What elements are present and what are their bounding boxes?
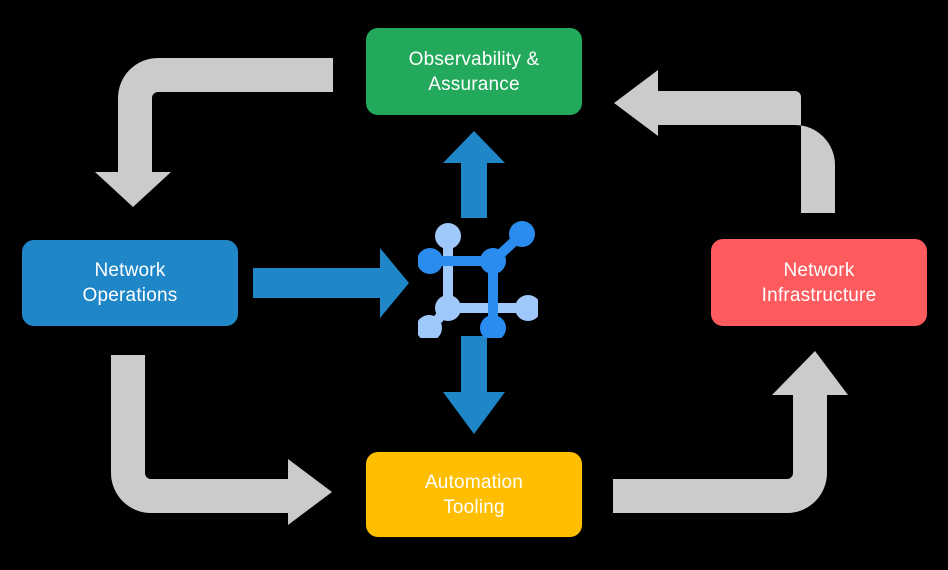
arrow-center-to-automation	[443, 336, 505, 434]
arrow-observability-to-operations	[95, 58, 333, 207]
arrow-infrastructure-to-observability	[614, 70, 835, 213]
arrow-operations-to-automation	[111, 355, 332, 525]
network-topology-icon	[418, 221, 538, 338]
box-network-operations[interactable]: Network Operations	[22, 240, 238, 326]
box-network-infrastructure[interactable]: Network Infrastructure	[711, 239, 927, 326]
box-observability-assurance[interactable]: Observability & Assurance	[366, 28, 582, 115]
topology-dark-nodes	[418, 221, 535, 338]
topology-light-nodes	[418, 223, 538, 338]
arrow-operations-to-center	[253, 248, 409, 318]
arrow-center-to-observability	[443, 131, 505, 218]
box-automation-tooling[interactable]: Automation Tooling	[366, 452, 582, 537]
arrow-automation-to-infrastructure	[613, 351, 848, 513]
